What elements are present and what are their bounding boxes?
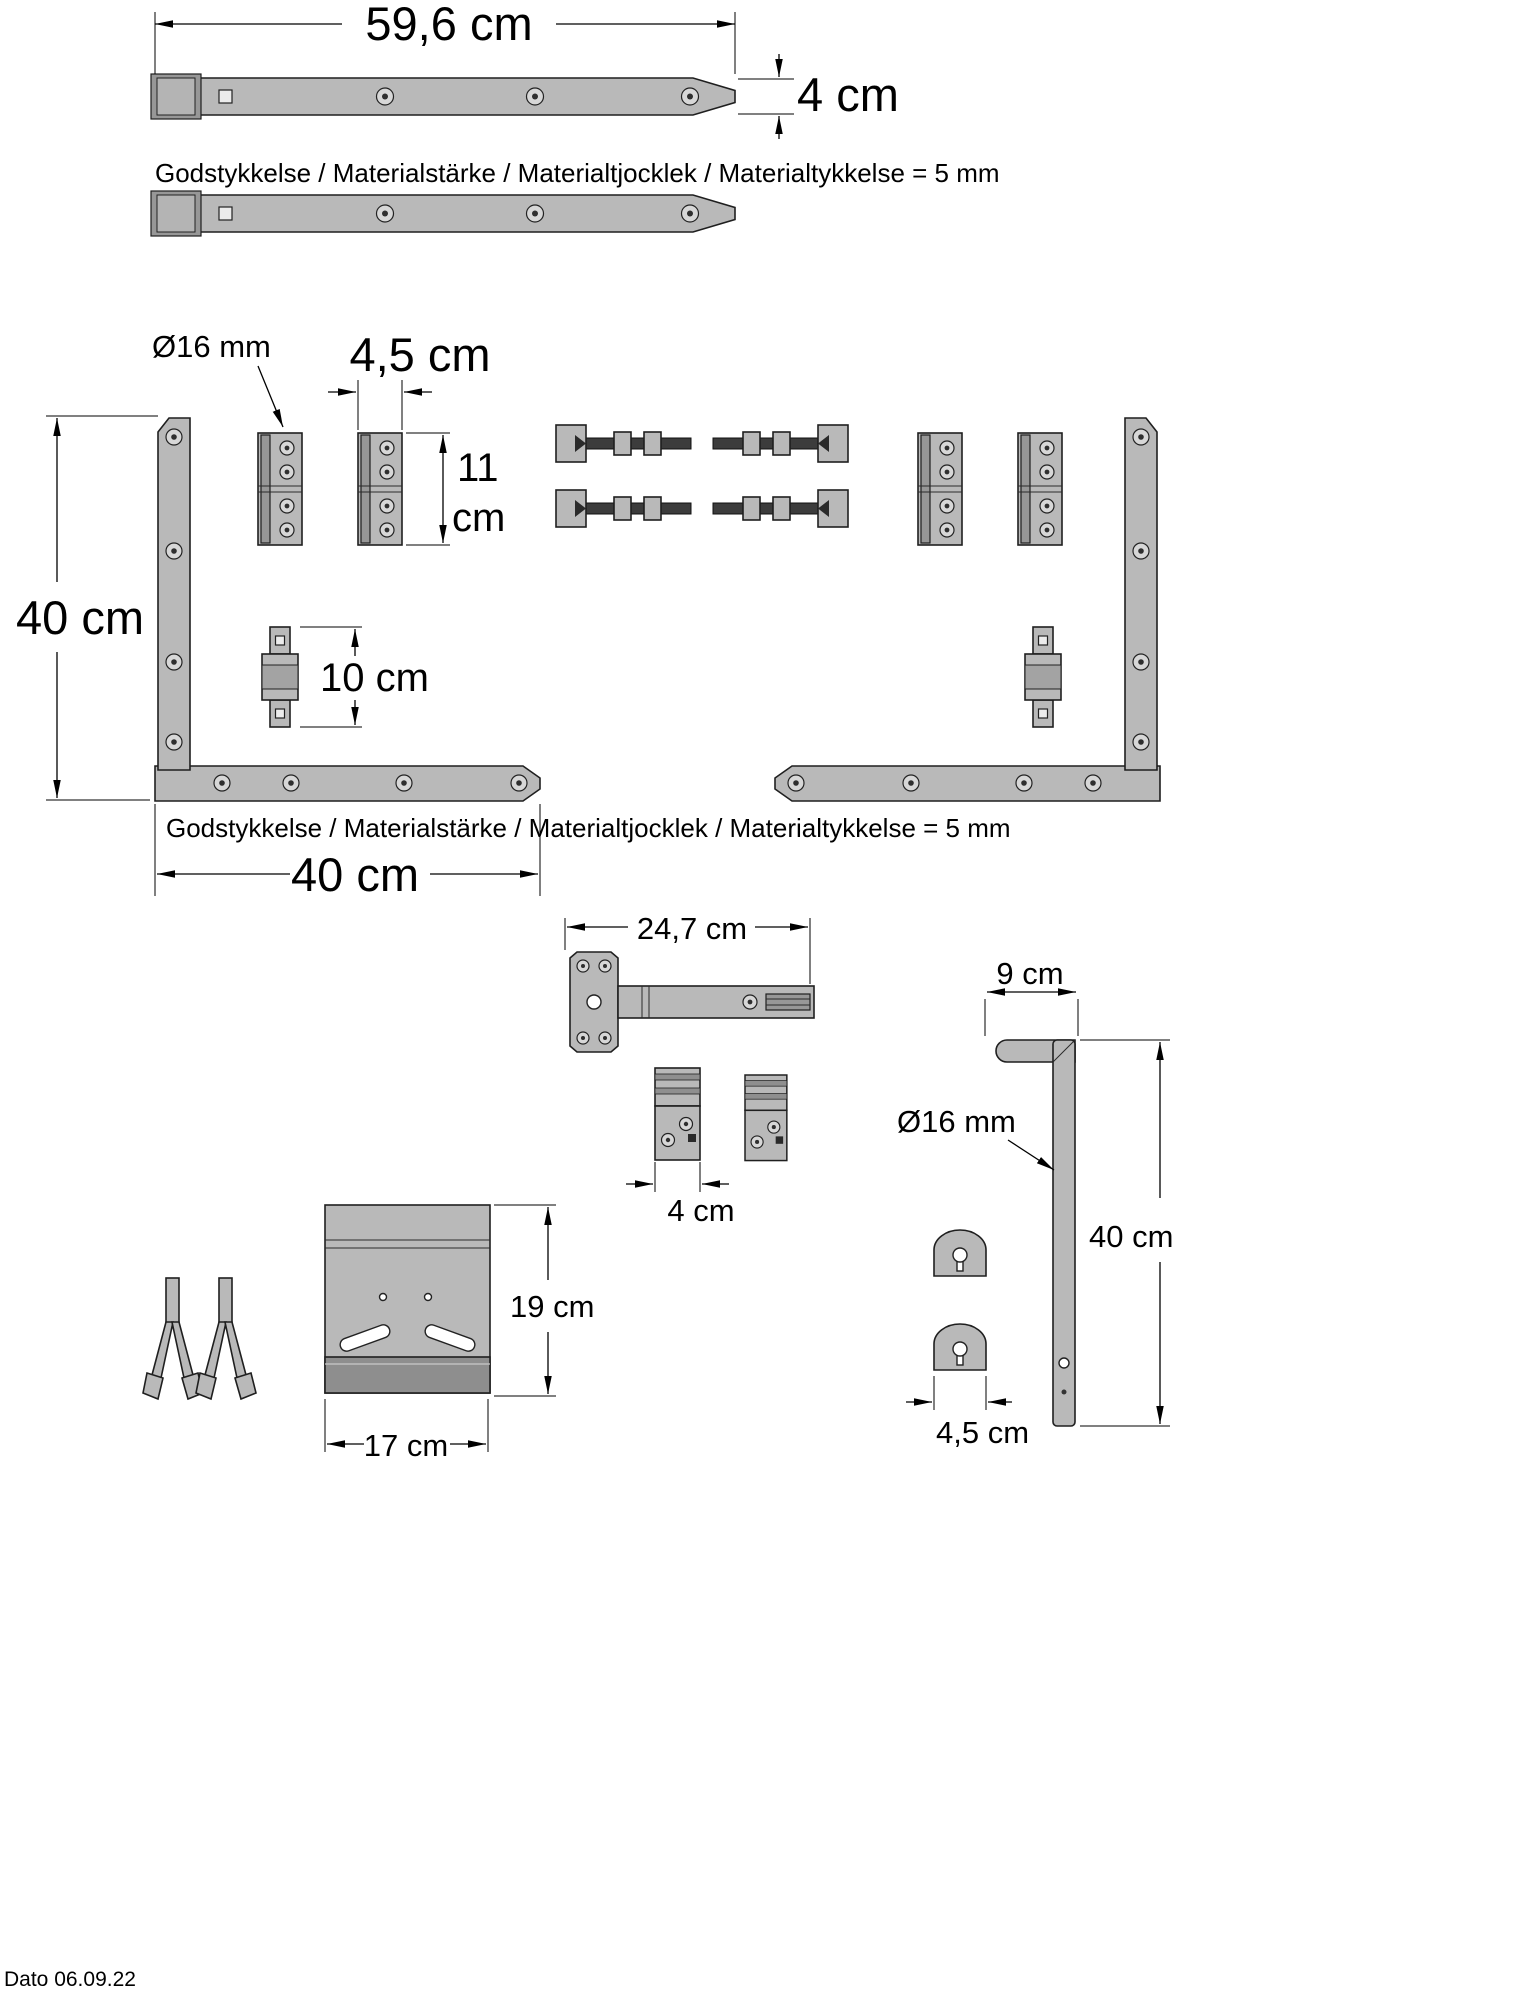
dim-plate-height: 19 cm (494, 1204, 594, 1397)
callout-pin-diameter: Ø16 mm (152, 329, 284, 428)
hinge-block-4 (1017, 432, 1063, 546)
dim-clamp-length-label: 10 cm (320, 656, 429, 700)
callout-pin-diameter-label: Ø16 mm (152, 329, 271, 364)
dim-bracket-horizontal-label: 40 cm (291, 848, 419, 901)
thickness-note-mid: Godstykkelse / Materialstärke / Material… (166, 813, 1011, 843)
thickness-note-top: Godstykkelse / Materialstärke / Material… (155, 158, 1000, 188)
t-hinge-part (569, 951, 815, 1053)
dim-hinge-width-label: 4,5 cm (349, 328, 490, 381)
flat-bar-1 (150, 73, 736, 120)
dim-bar-width-label: 4 cm (797, 68, 899, 121)
dim-t-hinge-length: 24,7 cm (564, 911, 811, 984)
dim-bracket-vertical-label: 40 cm (16, 591, 144, 644)
dim-hinge-width: 4,5 cm (328, 328, 491, 430)
bolt-4 (712, 489, 849, 528)
dim-hinge-height: 11 cm (406, 432, 505, 546)
dim-bar-length-label: 59,6 cm (365, 0, 532, 50)
mounting-plate-part (324, 1204, 491, 1394)
dim-keyhole-plate-width-label: 4,5 cm (936, 1415, 1029, 1450)
l-rod-part (995, 1039, 1076, 1427)
y-bracket-1 (142, 1277, 204, 1400)
dim-plate-width-label: 17 cm (364, 1428, 448, 1463)
hinge-block-2 (357, 432, 403, 546)
dim-hinge-height-line1: 11 (457, 446, 499, 490)
dim-clamp-length: 10 cm (300, 626, 429, 728)
keyhole-plate-2 (933, 1323, 987, 1371)
hinge-block-1 (257, 432, 303, 546)
date-stamp: Dato 06.09.22 (4, 1968, 136, 1991)
bolt-3 (712, 424, 849, 463)
bolt-1 (555, 424, 692, 463)
dim-bar-width: 4 cm (738, 54, 899, 139)
dim-bracket-horizontal: 40 cm (154, 804, 541, 901)
y-bracket-2 (195, 1277, 257, 1400)
dim-rod-top-label: 9 cm (996, 956, 1063, 991)
dim-plate-width: 17 cm (324, 1399, 489, 1463)
dim-block-width: 4 cm (626, 1162, 735, 1228)
dim-t-hinge-length-label: 24,7 cm (637, 911, 747, 946)
dim-hinge-height-line2: cm (452, 496, 505, 540)
callout-rod-diameter: Ø16 mm (897, 1104, 1055, 1171)
flat-bar-2 (150, 190, 736, 237)
dim-rod-length-label: 40 cm (1089, 1219, 1173, 1254)
hinge-half-1 (654, 1067, 701, 1161)
hinge-half-2 (744, 1074, 788, 1162)
pipe-clamp-right (1024, 626, 1062, 728)
pipe-clamp-left (261, 626, 299, 728)
dim-block-width-label: 4 cm (667, 1193, 734, 1228)
dim-plate-height-label: 19 cm (510, 1289, 594, 1324)
dim-rod-top: 9 cm (984, 956, 1079, 1036)
keyhole-plate-1 (933, 1229, 987, 1277)
dim-rod-length: 40 cm (1080, 1039, 1173, 1427)
hinge-block-3 (917, 432, 963, 546)
dim-bracket-vertical: 40 cm (16, 415, 158, 801)
bolt-2 (555, 489, 692, 528)
l-bracket-right (774, 417, 1161, 802)
callout-rod-diameter-label: Ø16 mm (897, 1104, 1016, 1139)
dim-bar-length: 59,6 cm (154, 0, 736, 74)
dim-keyhole-plate-width: 4,5 cm (906, 1376, 1029, 1450)
